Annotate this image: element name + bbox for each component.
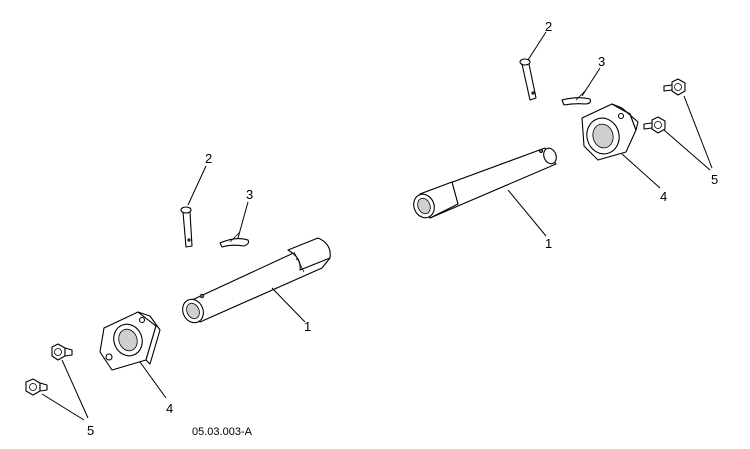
callout-right-bolts: 5 (711, 172, 718, 187)
right-axle-tube (413, 147, 557, 219)
callout-left-bearing: 4 (166, 401, 173, 416)
right-flange-bolt-upper (663, 78, 686, 96)
leader-left-clip (237, 201, 249, 239)
callout-right-axle: 1 (545, 236, 552, 251)
leader-right-bearing (621, 153, 661, 189)
left-flange-bearing (99, 311, 161, 371)
callout-left-axle: 1 (304, 319, 311, 334)
figure-reference-code: 05.03.003-A (192, 426, 253, 438)
leader-left-axle (271, 287, 306, 323)
callout-left-bolts: 5 (87, 423, 94, 438)
leader-left-bearing (139, 361, 167, 399)
callout-left-pin: 2 (205, 151, 212, 166)
right-clevis-pin (519, 58, 537, 101)
leader-right-axle (507, 189, 547, 237)
leader-left-pin (187, 165, 207, 206)
callout-right-pin: 2 (545, 19, 552, 34)
callout-left-clip: 3 (246, 187, 253, 202)
leader-right-bolt-upper (683, 95, 713, 169)
callout-labels: 1 2 3 4 5 1 2 3 4 5 (87, 19, 718, 438)
left-flange-bolt-upper (51, 343, 73, 361)
leader-left-bolt-upper (61, 359, 89, 419)
left-hairpin-clip (219, 231, 250, 248)
left-assembly (25, 206, 331, 396)
left-axle-tube (182, 237, 331, 324)
right-flange-bearing (581, 103, 639, 161)
leader-lines (41, 31, 713, 421)
leader-right-bolt-lower (663, 129, 711, 171)
right-assembly (413, 58, 686, 219)
left-clevis-pin (180, 206, 193, 248)
callout-right-bearing: 4 (660, 189, 667, 204)
right-hairpin-clip (561, 89, 592, 106)
right-flange-bolt-lower (643, 116, 666, 134)
left-flange-bolt-lower (25, 378, 48, 396)
callout-right-clip: 3 (598, 54, 605, 69)
leader-right-pin (527, 31, 547, 61)
leader-right-clip (581, 67, 601, 97)
leader-left-bolt-lower (41, 393, 85, 421)
